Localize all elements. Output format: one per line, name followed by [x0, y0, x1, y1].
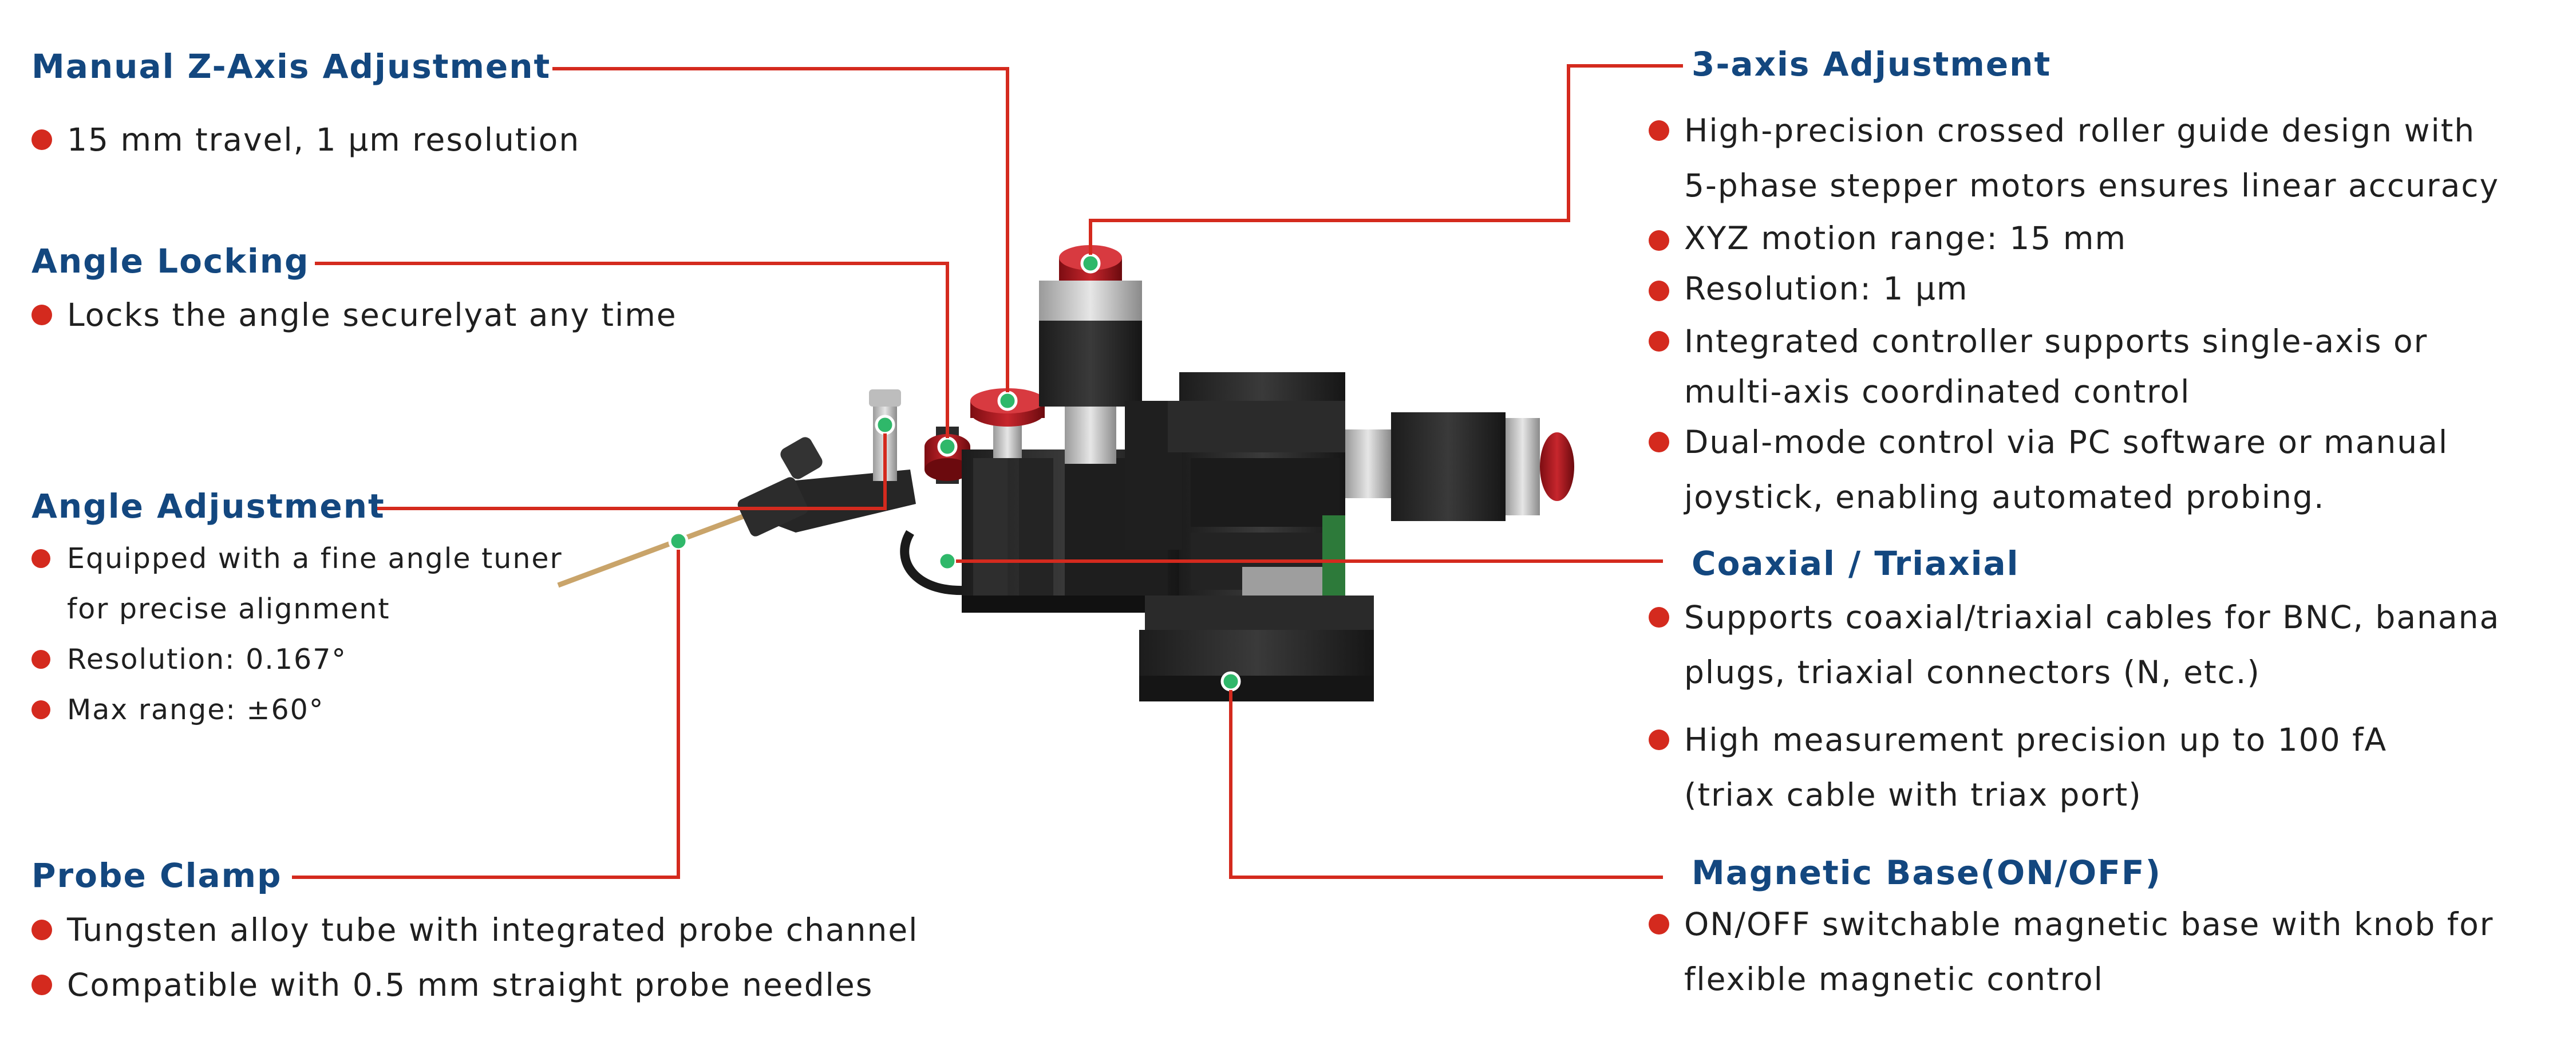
- bullet-dot-icon: [1649, 730, 1669, 750]
- list-item-continuation: plugs, triaxial connectors (N, etc.): [1684, 654, 2261, 691]
- probe-clamp-list: Tungsten alloy tube with integrated prob…: [31, 902, 918, 1012]
- bullet-dot-icon: [1649, 914, 1669, 935]
- list-item: High measurement precision up to 100 fA: [1649, 712, 2500, 767]
- bullet-dot-icon: [31, 920, 52, 940]
- bullet-dot-icon: [31, 549, 50, 568]
- list-item-continuation: for precise alignment: [67, 593, 390, 625]
- probe-clamp-title: Probe Clamp: [31, 856, 282, 895]
- list-item: Max range: ±60°: [31, 685, 563, 735]
- list-item: Supports coaxial/triaxial cables for BNC…: [1649, 590, 2500, 645]
- bullet-dot-icon: [1649, 230, 1669, 251]
- bullet-dot-icon: [1649, 607, 1669, 628]
- list-item: Equipped with a fine angle tuner: [31, 534, 563, 584]
- angle-locking-list: Locks the angle securelyat any time: [31, 287, 677, 342]
- list-item: Compatible with 0.5 mm straight probe ne…: [31, 957, 918, 1012]
- three-axis-title: 3-axis Adjustment: [1692, 45, 2052, 84]
- bullet-dot-icon: [31, 305, 52, 325]
- side-stepper-motor: [1345, 412, 1574, 521]
- list-item: Dual-mode control via PC software or man…: [1649, 415, 2499, 470]
- list-item: Resolution: 0.167°: [31, 634, 563, 685]
- bullet-dot-icon: [1649, 281, 1669, 301]
- magnetic-base-list: ON/OFF switchable magnetic base with kno…: [1649, 897, 2494, 1007]
- leader-angle-locking: [315, 262, 949, 438]
- probe-needle: [557, 507, 762, 588]
- bullet-dot-icon: [31, 129, 52, 150]
- coaxial-list: Supports coaxial/triaxial cables for BNC…: [1649, 590, 2500, 822]
- cable: [900, 530, 974, 596]
- leader-angle-adjustment: [372, 433, 887, 510]
- magnetic-base-title: Magnetic Base(ON/OFF): [1692, 853, 2162, 892]
- list-item-continuation: (triax cable with triax port): [1684, 776, 2142, 813]
- leader-3axis: [1089, 64, 1683, 255]
- side-stage: [962, 450, 1179, 613]
- angle-adjustment-list: Equipped with a fine angle tuner for pre…: [31, 534, 563, 735]
- magnetic-base-block: [1139, 596, 1374, 701]
- top-stepper-motor: [1039, 245, 1142, 464]
- list-item: Locks the angle securelyat any time: [31, 287, 677, 342]
- list-item: Integrated controller supports single-ax…: [1649, 314, 2499, 369]
- list-item-continuation: multi-axis coordinated control: [1684, 373, 2191, 410]
- bullet-dot-icon: [1649, 120, 1669, 141]
- bullet-dot-icon: [31, 975, 52, 995]
- three-axis-list: High-precision crossed roller guide desi…: [1649, 103, 2499, 525]
- list-item: Resolution: 1 µm: [1649, 263, 2499, 314]
- bullet-dot-icon: [1649, 331, 1669, 352]
- coaxial-title: Coaxial / Triaxial: [1692, 544, 2020, 583]
- bullet-dot-icon: [31, 700, 50, 719]
- leader-manual-z: [552, 67, 1009, 392]
- bullet-dot-icon: [31, 650, 50, 669]
- list-item: High-precision crossed roller guide desi…: [1649, 103, 2499, 158]
- angle-locking-title: Angle Locking: [31, 242, 310, 281]
- leader-magnetic-base: [1229, 690, 1663, 879]
- angle-adjustment-title: Angle Adjustment: [31, 487, 385, 526]
- manual-z-list: 15 mm travel, 1 µm resolution: [31, 112, 580, 167]
- list-item-continuation: 5-phase stepper motors ensures linear ac…: [1684, 167, 2500, 204]
- bullet-dot-icon: [1649, 432, 1669, 452]
- list-item: XYZ motion range: 15 mm: [1649, 213, 2499, 263]
- list-item: 15 mm travel, 1 µm resolution: [31, 112, 580, 167]
- manual-z-title: Manual Z-Axis Adjustment: [31, 47, 551, 86]
- list-item: ON/OFF switchable magnetic base with kno…: [1649, 897, 2494, 952]
- list-item-continuation: joystick, enabling automated probing.: [1684, 479, 2325, 515]
- leader-probe-clamp: [292, 550, 680, 879]
- list-item: Tungsten alloy tube with integrated prob…: [31, 902, 918, 957]
- list-item-continuation: flexible magnetic control: [1684, 961, 2104, 997]
